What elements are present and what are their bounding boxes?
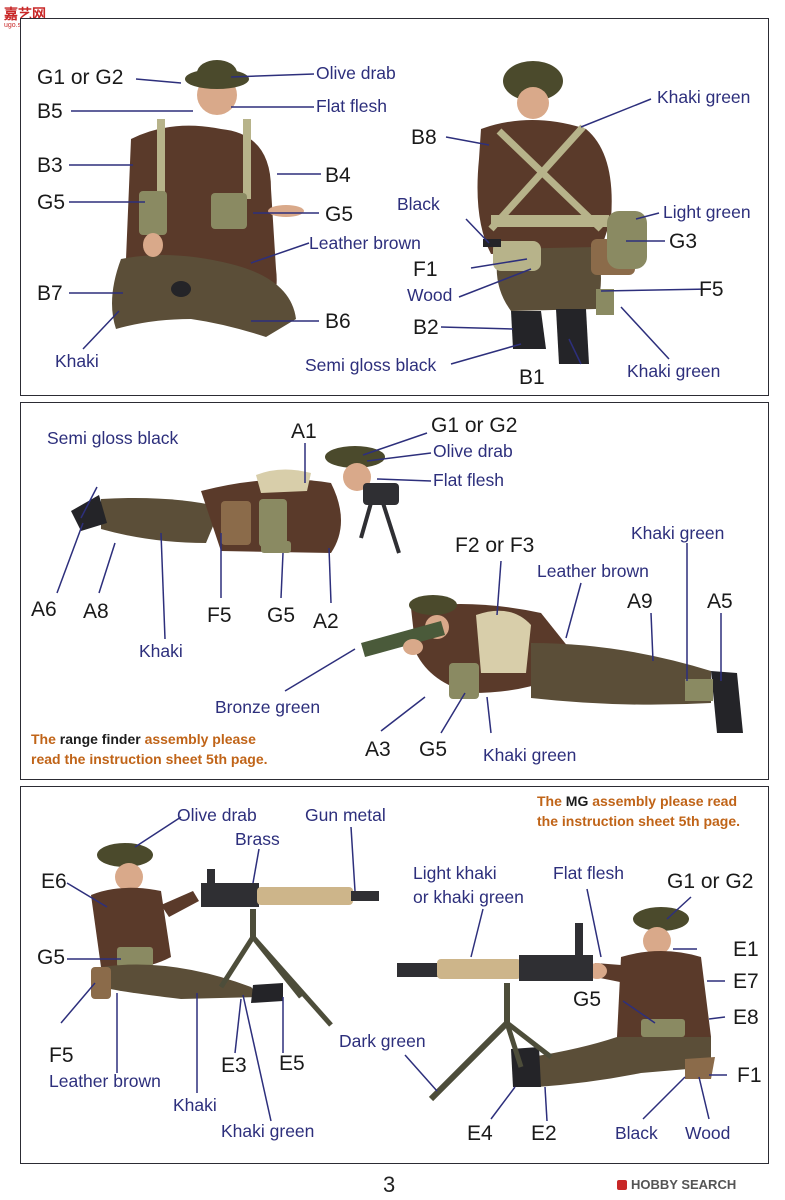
figure-seated-gunner-right	[511, 907, 715, 1087]
part-code: G5	[573, 988, 602, 1011]
part-code: B2	[413, 316, 439, 339]
paint-color: Wood	[407, 285, 453, 305]
paint-color: Semi gloss black	[47, 428, 179, 448]
hobby-search-logo-icon	[617, 1180, 627, 1190]
part-code: B7	[37, 282, 63, 305]
part-code: E8	[733, 1006, 759, 1029]
hobby-search-watermark: HOBBY SEARCH	[617, 1177, 736, 1192]
part-code: E5	[279, 1052, 305, 1075]
paint-color: Gun metal	[305, 805, 386, 825]
figure-prone-rangefinder	[71, 446, 401, 554]
part-code: E6	[41, 870, 67, 893]
paint-color: Bronze green	[215, 697, 321, 717]
paint-color: Flat flesh	[553, 863, 624, 883]
paint-color: Khaki	[139, 641, 183, 661]
part-code: G1 or G2	[37, 66, 124, 89]
paint-color: Khaki green	[221, 1121, 315, 1141]
leader-lines-panel3	[60, 816, 727, 1122]
part-code: A2	[313, 610, 339, 633]
machine-gun-left	[201, 869, 379, 1027]
part-code: G5	[267, 604, 296, 627]
figure-front-kneeling	[112, 60, 304, 337]
paint-color: Khaki	[55, 351, 99, 371]
part-code: F1	[737, 1064, 762, 1087]
part-code: G5	[37, 191, 66, 214]
part-code: A6	[31, 598, 57, 621]
part-code: B1	[519, 366, 545, 389]
part-code: G5	[325, 203, 354, 226]
leader-lines-panel2	[56, 432, 722, 734]
part-code: A8	[83, 600, 109, 623]
paint-color: Olive drab	[433, 441, 513, 461]
paint-color: Light khaki	[413, 863, 497, 883]
leader-lines-panel1	[69, 73, 712, 365]
machine-gun-figures-illustration	[60, 816, 727, 1122]
panel-prone-figures: A1 G1 or G2 A6 A8 F5 G5 A2 F2 or F3 A9 A…	[20, 402, 769, 780]
paint-color: Black	[615, 1123, 658, 1143]
part-code: E7	[733, 970, 759, 993]
paint-color: Olive drab	[177, 805, 257, 825]
part-code: A3	[365, 738, 391, 761]
part-code: F5	[49, 1044, 74, 1067]
paint-color: Flat flesh	[433, 470, 504, 490]
part-code: G1 or G2	[431, 414, 518, 437]
range-finder-assembly-note: The range finder assembly please read th…	[31, 731, 268, 767]
part-code: G1 or G2	[667, 870, 754, 893]
machine-gun-right	[397, 923, 593, 1102]
part-code: F1	[413, 258, 438, 281]
part-code: A5	[707, 590, 733, 613]
kneeling-figures-illustration	[69, 60, 712, 365]
part-code: E2	[531, 1122, 557, 1145]
part-code: G3	[669, 230, 698, 253]
part-code: A1	[291, 420, 317, 443]
paint-color: Khaki green	[483, 745, 577, 765]
part-code: B5	[37, 100, 63, 123]
paint-color: Olive drab	[316, 63, 396, 83]
part-code: G5	[419, 738, 448, 761]
paint-color: Brass	[235, 829, 280, 849]
paint-color: Khaki green	[627, 361, 721, 381]
paint-color: Light green	[663, 202, 751, 222]
paint-color: Black	[397, 194, 440, 214]
paint-color: Khaki	[173, 1095, 217, 1115]
page-number: 3	[383, 1172, 396, 1197]
part-code: E1	[733, 938, 759, 961]
part-code: B8	[411, 126, 437, 149]
figure-seated-gunner-left	[91, 843, 283, 1003]
paint-color: Semi gloss black	[305, 355, 437, 375]
part-code: F5	[207, 604, 232, 627]
paint-color: Flat flesh	[316, 96, 387, 116]
part-code: A9	[627, 590, 653, 613]
paint-color: Wood	[685, 1123, 731, 1143]
mg-assembly-note: The MG assembly please read the instruct…	[537, 793, 741, 829]
figure-back-kneeling	[477, 61, 647, 364]
panel-machine-gun-figures: E6 G5 F5 E3 E5 G1 or G2 E1 E7 G5 E8 F1 E…	[20, 786, 769, 1164]
paint-color: Khaki green	[631, 523, 725, 543]
paint-color: or khaki green	[413, 887, 524, 907]
prone-figures-illustration	[56, 432, 743, 734]
panel-kneeling-figures: G1 or G2 B5 B3 G5 B7 B4 G5 B6 B8 F1 B2 B…	[20, 18, 769, 396]
part-code: F5	[699, 278, 724, 301]
paint-color: Leather brown	[537, 561, 649, 581]
figure-prone-piat	[361, 595, 743, 733]
paint-color: Dark green	[339, 1031, 426, 1051]
part-code: F2 or F3	[455, 534, 535, 557]
paint-color: Khaki green	[657, 87, 751, 107]
part-code: B3	[37, 154, 63, 177]
part-code: E4	[467, 1122, 493, 1145]
part-code: B6	[325, 310, 351, 333]
part-code: B4	[325, 164, 351, 187]
paint-color: Leather brown	[49, 1071, 161, 1091]
part-code: E3	[221, 1054, 247, 1077]
part-code: G5	[37, 946, 66, 969]
paint-color: Leather brown	[309, 233, 421, 253]
